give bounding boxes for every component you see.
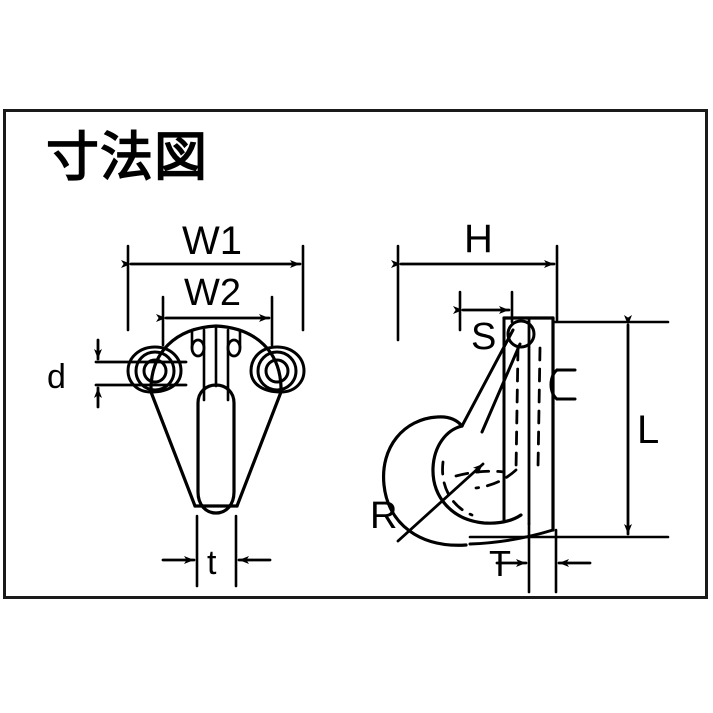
dimension-label-w1: W1 xyxy=(182,219,242,263)
dimension-label-r: R xyxy=(370,495,398,537)
dimension-label-l: L xyxy=(637,408,660,452)
drawing-frame-border xyxy=(3,109,708,599)
dimension-label-w2: W2 xyxy=(184,272,241,314)
dimension-label-t-upper: T xyxy=(489,543,511,584)
dimension-label-t: t xyxy=(207,544,217,582)
dimension-label-s: S xyxy=(471,316,497,358)
dimension-label-h: H xyxy=(464,217,493,261)
dimension-label-d: d xyxy=(47,358,66,396)
page-title: 寸法図 xyxy=(46,127,208,188)
